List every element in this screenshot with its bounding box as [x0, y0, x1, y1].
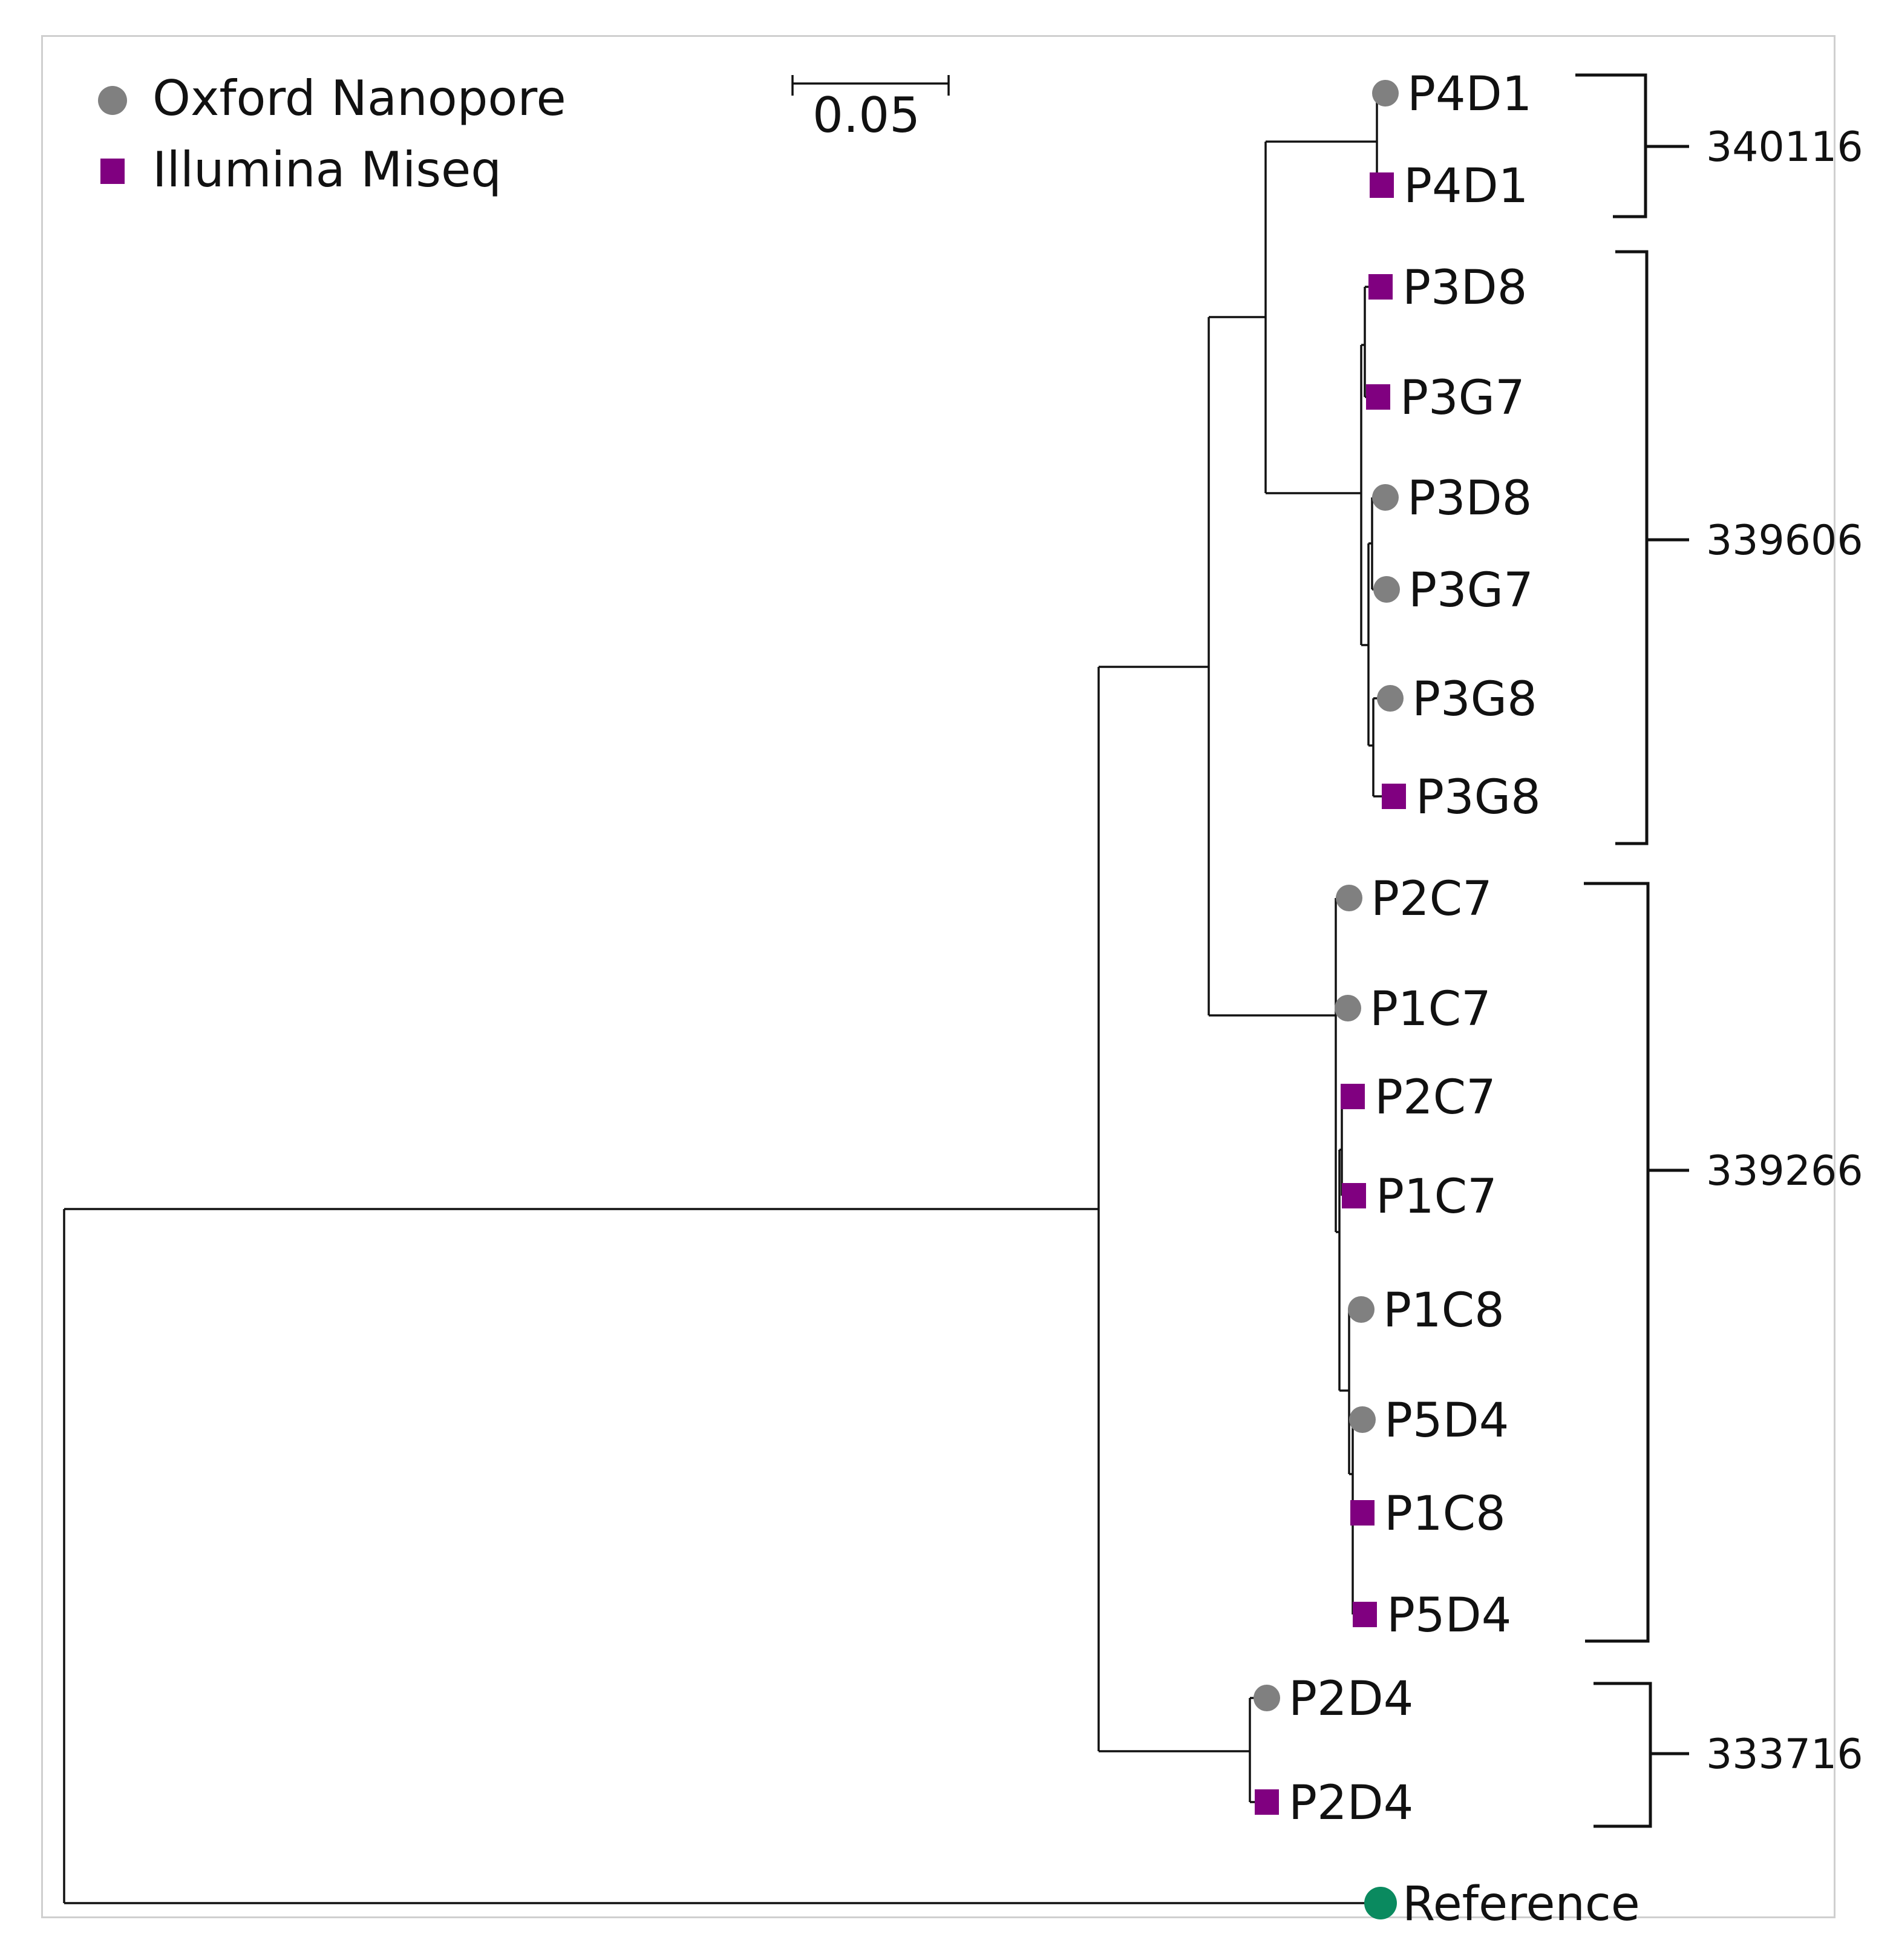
illumina-square-icon — [1255, 1789, 1279, 1815]
bracket-340116 — [1575, 73, 1689, 218]
leaf-label: P4D1 — [1404, 159, 1528, 214]
nanopore-circle-icon — [1349, 1406, 1376, 1433]
leaf-label: P2C7 — [1375, 1070, 1496, 1125]
reference-circle-icon — [1364, 1887, 1397, 1919]
legend: Oxford Nanopore Illumina Miseq — [98, 70, 566, 198]
leaf: P3G7 — [1373, 563, 1534, 618]
bracket-339606 — [1615, 250, 1689, 845]
illumina-square-icon — [1353, 1602, 1377, 1627]
leaf-label: P5D4 — [1384, 1394, 1509, 1448]
nanopore-circle-icon — [1372, 80, 1399, 107]
tree-branches — [63, 92, 1394, 1904]
figure-frame — [41, 35, 1836, 1918]
leaf-label: P1C7 — [1376, 1170, 1497, 1224]
branch-root — [63, 1208, 1368, 1904]
illumina-square-icon — [1382, 784, 1406, 809]
leaf: P4D1 — [1370, 159, 1528, 214]
leaves: P4D1P4D1P3D8P3G7P3D8P3G7P3G8P3G8P2C7P1C7… — [1254, 67, 1640, 1932]
bracket-333716 — [1594, 1682, 1689, 1828]
leaf-label: P2D4 — [1289, 1672, 1413, 1726]
nanopore-circle-icon — [1254, 1685, 1280, 1711]
illumina-square-icon — [1366, 384, 1390, 410]
branch-p3g8 — [1372, 697, 1394, 798]
branch-p4-p3 — [1264, 140, 1377, 494]
leaf: P2D4 — [1255, 1776, 1413, 1831]
nanopore-circle-icon — [1372, 484, 1399, 511]
leaf: P3G8 — [1377, 672, 1537, 727]
leaf: P2C7 — [1341, 1070, 1496, 1125]
leaf-label: P1C8 — [1384, 1487, 1506, 1541]
leaf-label: P5D4 — [1387, 1588, 1511, 1643]
nanopore-circle-icon — [1336, 885, 1362, 911]
leaf: P2D4 — [1254, 1672, 1413, 1726]
clade-label: 340116 — [1706, 123, 1863, 171]
nanopore-circle-icon — [1348, 1296, 1375, 1323]
legend-illumina-icon — [100, 159, 125, 184]
leaf-label: P2D4 — [1289, 1776, 1413, 1831]
leaf-label: P1C7 — [1370, 982, 1491, 1037]
leaf: P1C8 — [1348, 1283, 1505, 1338]
nanopore-circle-icon — [1377, 685, 1404, 712]
leaf: Reference — [1364, 1877, 1640, 1932]
leaf: P1C7 — [1335, 982, 1491, 1037]
clade-label: 339606 — [1706, 517, 1863, 565]
leaf: P3D8 — [1372, 471, 1532, 526]
nanopore-circle-icon — [1335, 995, 1361, 1021]
nanopore-circle-icon — [1373, 576, 1400, 603]
illumina-square-icon — [1350, 1500, 1375, 1526]
leaf: P5D4 — [1349, 1394, 1509, 1448]
illumina-square-icon — [1342, 1183, 1366, 1208]
leaf-label: P3G8 — [1416, 770, 1541, 825]
illumina-square-icon — [1370, 172, 1394, 198]
bracket-339266 — [1584, 882, 1689, 1643]
leaf: P3D8 — [1368, 261, 1527, 315]
branch-p3-illumina — [1364, 286, 1381, 398]
legend-illumina-label: Illumina Miseq — [152, 142, 502, 198]
leaf: P1C7 — [1342, 1170, 1497, 1224]
illumina-square-icon — [1368, 274, 1393, 300]
leaf: P1C8 — [1350, 1487, 1506, 1541]
leaf-label: P2C7 — [1371, 872, 1492, 926]
leaf-label: P1C8 — [1383, 1283, 1505, 1338]
clade-label: 333716 — [1706, 1731, 1863, 1778]
clade-brackets — [1575, 73, 1689, 1828]
leaf: P4D1 — [1372, 67, 1532, 122]
branch-upper — [1208, 316, 1336, 1017]
clade-label: 339266 — [1706, 1147, 1863, 1195]
leaf-label: P3D8 — [1407, 471, 1532, 526]
scale-bar-label: 0.05 — [812, 87, 920, 143]
leaf: P2C7 — [1336, 872, 1492, 926]
leaf-label: P3D8 — [1402, 261, 1527, 315]
branch-p3d8-p3g7 — [1371, 496, 1387, 591]
legend-nanopore-icon — [98, 86, 127, 115]
branch-ingroup — [1097, 666, 1250, 1752]
illumina-square-icon — [1341, 1084, 1365, 1109]
legend-nanopore-label: Oxford Nanopore — [152, 70, 566, 126]
branch-c8-d4 — [1348, 1308, 1361, 1475]
branch-p4d1 — [1376, 92, 1383, 186]
leaf: P5D4 — [1353, 1588, 1511, 1643]
leaf-label: P3G7 — [1400, 371, 1525, 425]
branch-c7-pair — [1341, 1095, 1354, 1197]
leaf-label: P3G7 — [1408, 563, 1534, 618]
scale-bar — [791, 75, 950, 96]
leaf-label: Reference — [1402, 1877, 1640, 1932]
leaf-label: P3G8 — [1412, 672, 1537, 727]
leaf: P3G8 — [1382, 770, 1541, 825]
leaf: P3G7 — [1366, 371, 1525, 425]
leaf-label: P4D1 — [1407, 67, 1532, 122]
branch-p2d4 — [1249, 1697, 1267, 1803]
scale-bar-line — [791, 75, 950, 96]
clade-labels: 340116 339606 339266 333716 — [1706, 123, 1863, 1778]
